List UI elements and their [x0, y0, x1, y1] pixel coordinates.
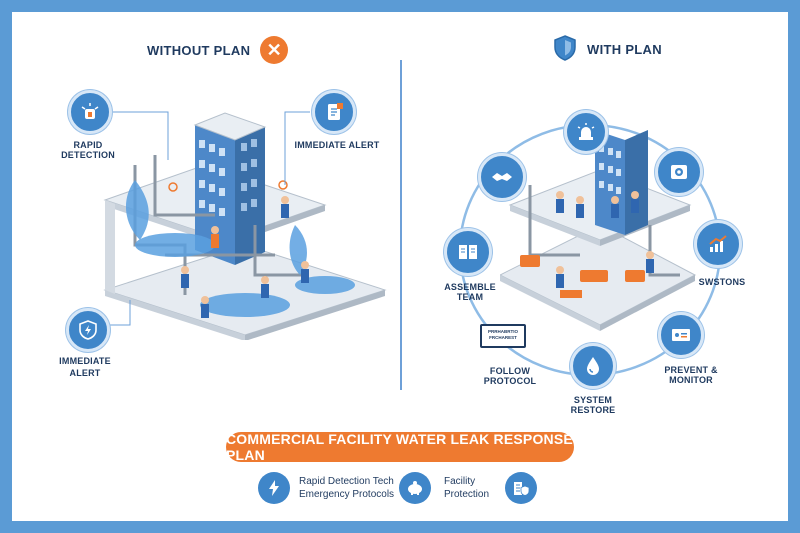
- without-plan-label: WITHOUT PLAN: [147, 42, 251, 58]
- water-drop-icon: [570, 343, 616, 389]
- immediate-alert-bottom-line1: IMMEDIATE: [59, 356, 111, 366]
- with-plan-building-scene: [500, 130, 697, 331]
- feature-detection-line2: Emergency Protocols: [299, 489, 395, 500]
- trend-chart-icon: [694, 220, 742, 268]
- tablet-line2: FRCHAREST: [489, 335, 517, 340]
- manual-book-icon: [444, 228, 492, 276]
- follow-protocol-label: FOLLOW PROTOCOL: [483, 366, 537, 386]
- lightning-icon: [258, 472, 290, 504]
- prevent-monitor-label: PREVENT & MONITOR: [664, 365, 718, 385]
- panel-divider: [400, 60, 402, 390]
- camera-device-icon: [655, 148, 703, 196]
- feature-protection: Facility Protection: [444, 475, 489, 501]
- with-plan-title: WITH PLAN: [553, 34, 662, 65]
- immediate-alert-bottom-label: IMMEDIATE ALERT: [50, 355, 120, 379]
- without-plan-building-scene: [103, 112, 387, 340]
- feature-detection-line1: Rapid Detection Tech: [299, 476, 394, 487]
- piggy-bank-icon: [399, 472, 431, 504]
- feature-protection-line2: Protection: [444, 489, 490, 500]
- tablet-line1: PRRHABRTIO: [488, 329, 518, 334]
- plan-title-banner: COMMERCIAL FACILITY WATER LEAK RESPONSE …: [226, 431, 574, 463]
- shield-bolt-icon: [66, 308, 110, 352]
- system-restore-label: SYSTEM RESTORE: [570, 395, 616, 415]
- left-connector-lines: [95, 111, 310, 326]
- alarm-siren-icon: [564, 110, 608, 154]
- immediate-alert-top-label: IMMEDIATE ALERT: [294, 140, 380, 150]
- shield-icon: [553, 34, 577, 65]
- close-icon: ✕: [260, 36, 289, 64]
- alarm-icon: [68, 90, 112, 134]
- immediate-alert-bottom-line2: ALERT: [69, 368, 101, 378]
- control-panel-icon: [658, 312, 704, 358]
- tablet-alert-icon: [312, 90, 356, 134]
- feature-detection: Rapid Detection Tech Emergency Protocols: [299, 475, 394, 501]
- with-plan-label: WITH PLAN: [587, 42, 662, 57]
- feature-protection-line1: Facility: [444, 476, 476, 487]
- assemble-team-label: ASSEMBLE TEAM: [444, 282, 496, 302]
- rapid-detection-label: RAPID DETECTION: [61, 140, 115, 160]
- without-plan-title: WITHOUT PLAN ✕: [147, 36, 289, 64]
- protocol-tablet: PRRHABRTIO FRCHAREST: [480, 324, 526, 348]
- handshake-icon: [478, 153, 526, 201]
- building-shield-icon: [505, 472, 537, 504]
- swstons-label: SWSTONS: [698, 277, 746, 287]
